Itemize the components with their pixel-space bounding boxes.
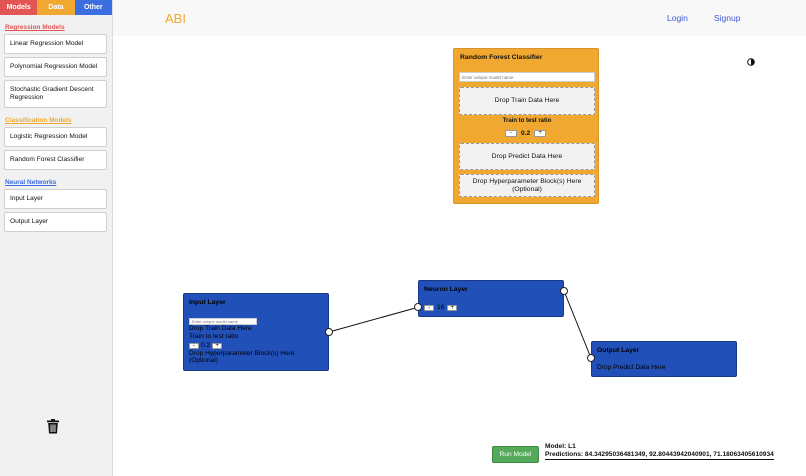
neuron-count-decrement-button[interactable]: - <box>424 304 434 311</box>
input-layer-ratio-value: 0.2 <box>201 342 211 349</box>
neuron-layer-input-port[interactable] <box>414 303 422 311</box>
input-layer-drop-hyperparameter[interactable]: Drop Hyperparameter Block(s) Here (Optio… <box>189 350 295 364</box>
link-input-to-neuron <box>328 306 420 333</box>
rf-model-name-input[interactable] <box>459 72 595 82</box>
app-logo[interactable]: ABI <box>165 11 186 26</box>
neuron-count-value: 16 <box>437 304 445 311</box>
predictions-text: Predictions: 84.34295036481349, 92.80443… <box>545 451 774 460</box>
random-forest-card[interactable]: Random Forest Classifier Drop Train Data… <box>453 48 599 204</box>
input-layer-drop-train[interactable]: Drop Train Data Here <box>189 325 252 332</box>
neuron-count-increment-button[interactable]: + <box>447 304 458 311</box>
section-regression-models[interactable]: Regression Models <box>5 24 65 31</box>
sidebar-item-logistic-regression[interactable]: Logistic Regression Model <box>4 127 107 147</box>
sidebar-item-polynomial-regression[interactable]: Polynomial Regression Model <box>4 57 107 77</box>
input-layer-title: Input Layer <box>189 299 226 306</box>
tab-other[interactable]: Other <box>74 0 112 15</box>
input-layer-node[interactable]: Input Layer Drop Train Data Here Train t… <box>183 293 329 371</box>
rf-ratio-label: Train to test ratio <box>502 118 552 124</box>
input-layer-output-port[interactable] <box>325 328 333 336</box>
login-link[interactable]: Login <box>667 13 688 23</box>
sidebar-item-linear-regression[interactable]: Linear Regression Model <box>4 34 107 54</box>
output-layer-drop-predict[interactable]: Drop Predict Data Here <box>597 364 666 371</box>
rf-ratio-increment-button[interactable]: + <box>534 130 547 137</box>
input-layer-ratio-increment-button[interactable]: + <box>212 342 223 349</box>
neuron-layer-node[interactable]: Neuron Layer - 16 + <box>418 280 564 317</box>
signup-link[interactable]: Signup <box>714 13 741 23</box>
random-forest-title: Random Forest Classifier <box>460 54 543 61</box>
neuron-layer-output-port[interactable] <box>560 287 568 295</box>
sidebar: Models Data Other Regression Models Line… <box>0 0 113 476</box>
rf-ratio-value: 0.2 <box>521 130 531 137</box>
output-layer-input-port[interactable] <box>587 354 595 362</box>
rf-ratio-stepper: - 0.2 + <box>505 130 547 137</box>
trash-icon[interactable] <box>46 419 60 434</box>
tab-models[interactable]: Models <box>0 0 38 15</box>
input-layer-name-input[interactable] <box>189 318 257 325</box>
sidebar-item-sgd-regression[interactable]: Stochastic Gradient Descent Regression <box>4 80 107 108</box>
input-layer-ratio-decrement-button[interactable]: - <box>189 342 199 349</box>
section-neural-networks[interactable]: Neural Networks <box>5 179 57 186</box>
rf-drop-train-zone[interactable]: Drop Train Data Here <box>459 87 595 115</box>
neuron-count-stepper: - 16 + <box>424 304 458 311</box>
output-layer-title: Output Layer <box>597 347 640 354</box>
section-classification-models[interactable]: Classification Models <box>5 117 72 124</box>
top-header: ABI Login Signup <box>113 0 806 36</box>
sidebar-item-output-layer[interactable]: Output Layer <box>4 212 107 232</box>
sidebar-tabs: Models Data Other <box>0 0 112 15</box>
rf-drop-hyperparameter-zone[interactable]: Drop Hyperparameter Block(s) Here (Optio… <box>459 174 595 197</box>
sidebar-item-random-forest[interactable]: Random Forest Classifier <box>4 150 107 170</box>
run-model-button[interactable]: Run Model <box>492 446 539 463</box>
output-layer-node[interactable]: Output Layer Drop Predict Data Here <box>591 341 737 377</box>
sidebar-item-input-layer[interactable]: Input Layer <box>4 189 107 209</box>
contrast-icon[interactable] <box>747 58 755 66</box>
tab-data[interactable]: Data <box>37 0 75 15</box>
rf-ratio-decrement-button[interactable]: - <box>505 130 517 137</box>
neuron-layer-title: Neuron Layer <box>424 286 468 293</box>
input-layer-ratio-stepper: - 0.2 + <box>189 342 223 349</box>
link-neuron-to-output <box>563 290 592 359</box>
model-name-text: Model: L1 <box>545 443 576 450</box>
input-layer-ratio-label: Train to test ratio <box>189 333 239 340</box>
rf-drop-predict-zone[interactable]: Drop Predict Data Here <box>459 143 595 170</box>
